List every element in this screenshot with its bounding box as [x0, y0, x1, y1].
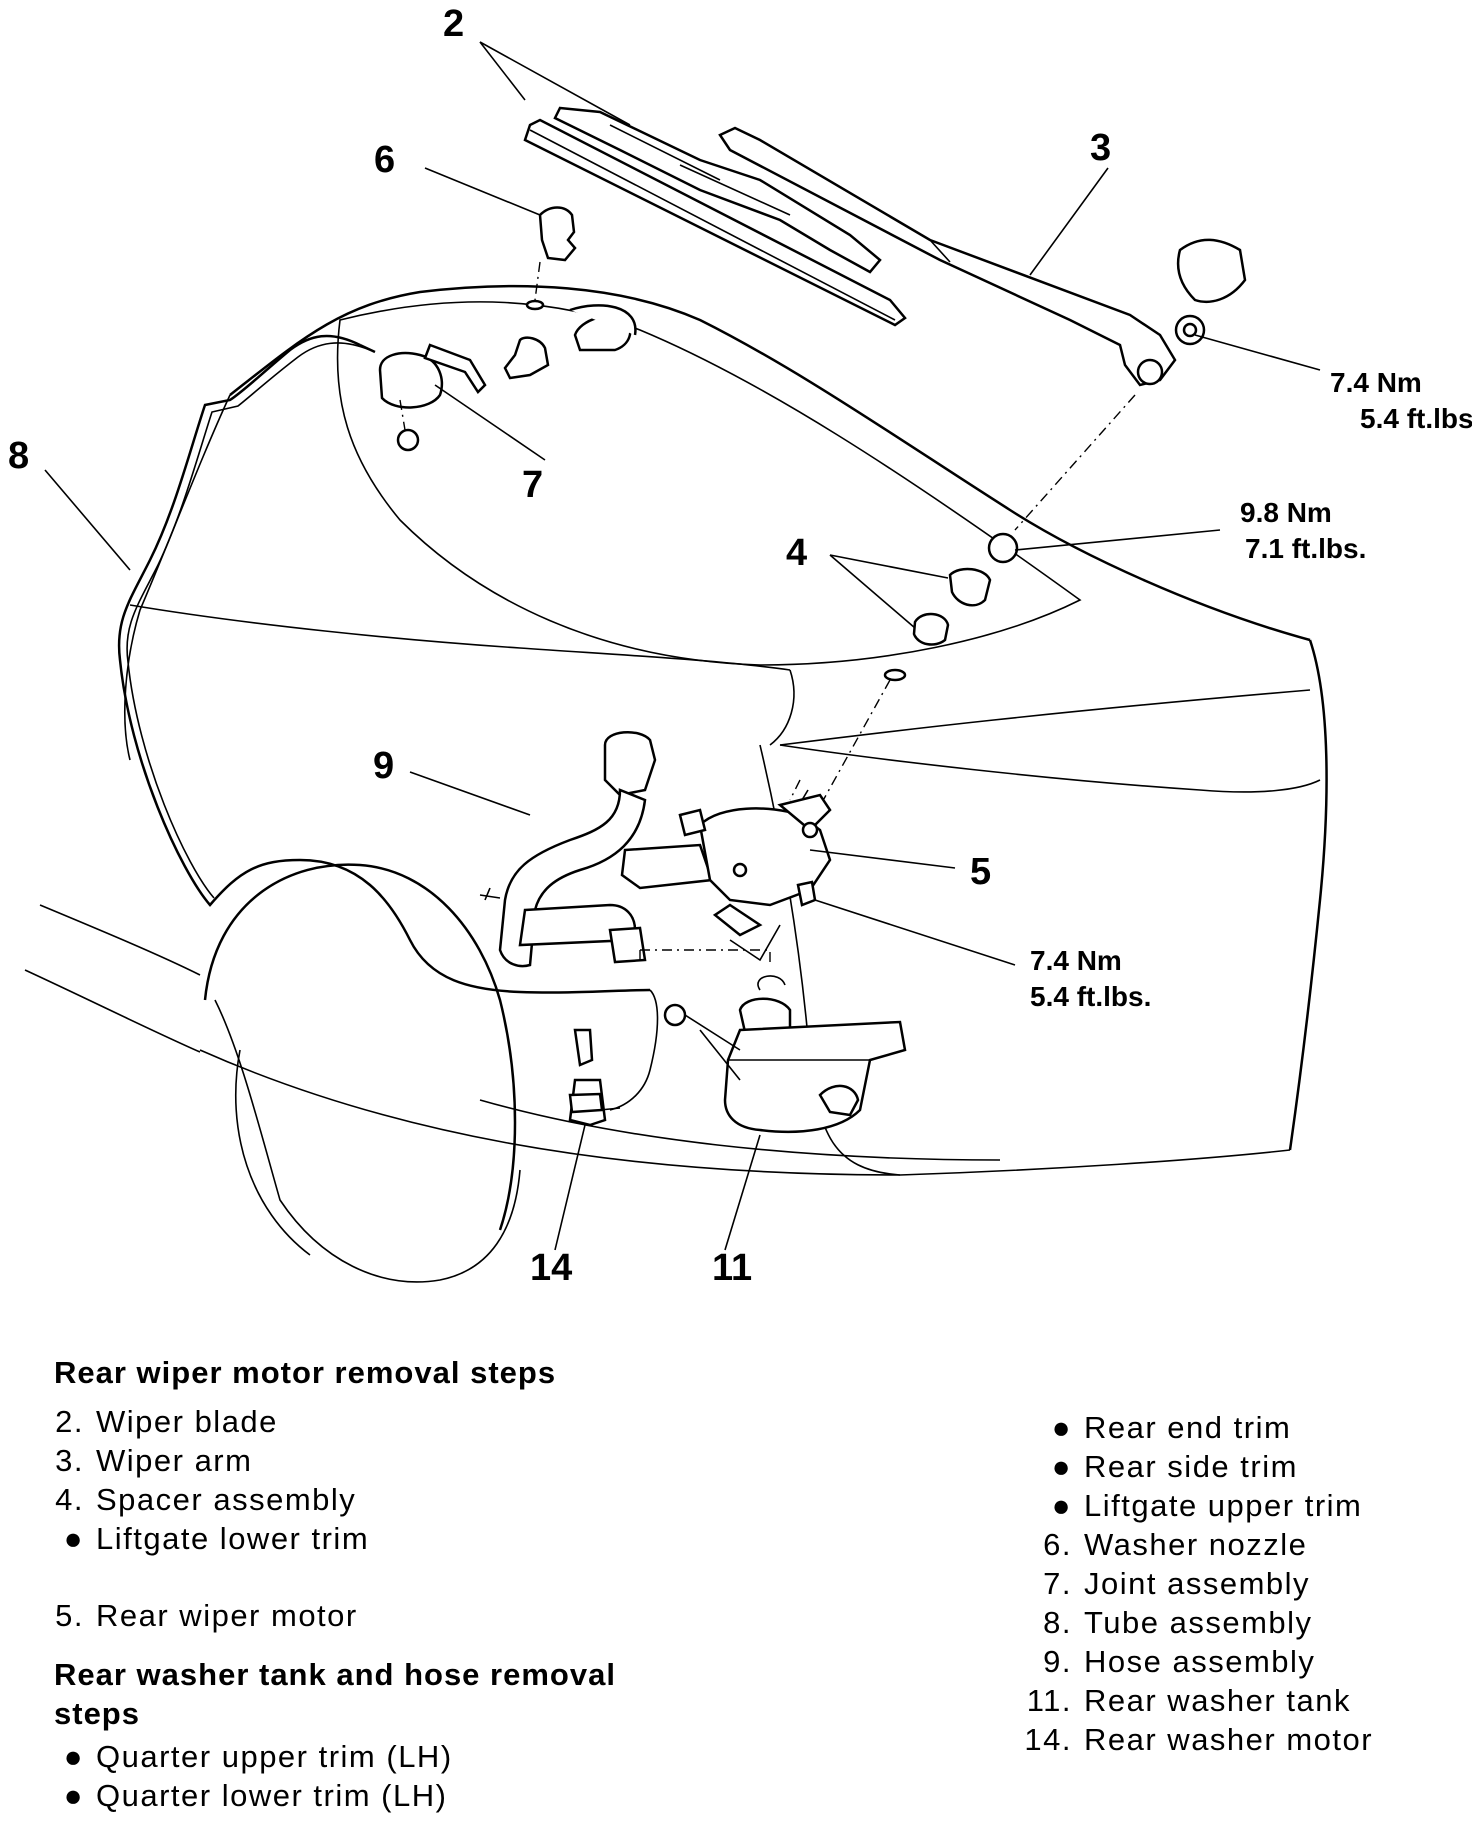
leader-lines	[44, 41, 1321, 1251]
list-item: 2.Wiper blade	[55, 1404, 278, 1439]
callout-14: 14	[530, 1247, 572, 1289]
callout-6: 6	[374, 139, 395, 181]
wiper-motor-steps-a: 2.Wiper blade 3.Wiper arm 4.Spacer assem…	[54, 1402, 814, 1558]
wiper-arm	[718, 126, 1177, 387]
torque-arm-nut-ftlbs: 5.4 ft.lbs.	[1360, 403, 1472, 434]
callout-2: 2	[443, 3, 464, 45]
list-item: ●Liftgate upper trim	[1051, 1488, 1363, 1523]
hose-assembly	[479, 730, 657, 968]
list-item: ●Liftgate lower trim	[63, 1521, 370, 1556]
callout-3: 3	[1090, 127, 1111, 169]
callout-numbers: 2 3 6 7 8 4 9 5 14 11	[8, 3, 1111, 1289]
callout-5: 5	[970, 851, 991, 893]
list-item: 8.Tube assembly	[1043, 1605, 1313, 1640]
callout-4: 4	[786, 532, 807, 574]
wiper-blade	[523, 106, 907, 327]
list-item: 7.Joint assembly	[1043, 1566, 1311, 1601]
torque-spacer-nut-nm: 9.8 Nm	[1240, 497, 1332, 528]
list-item: 11.Rear washer tank	[1026, 1683, 1351, 1718]
list-item: 9.Hose assembly	[1043, 1644, 1316, 1679]
callout-7: 7	[522, 464, 543, 506]
torque-motor-bolt-nm: 7.4 Nm	[1030, 945, 1122, 976]
list-item: 4.Spacer assembly	[55, 1482, 357, 1517]
washer-nozzle	[525, 206, 577, 311]
callout-11: 11	[712, 1247, 752, 1289]
tube-assembly	[117, 334, 659, 1111]
torque-motor-bolt-ftlbs: 5.4 ft.lbs.	[1030, 981, 1151, 1012]
joint-assembly	[359, 304, 637, 452]
wiper-motor-removal-heading: Rear wiper motor removal steps	[54, 1355, 557, 1390]
list-item: ●Quarter upper trim (LH)	[63, 1739, 453, 1774]
callout-8: 8	[8, 435, 29, 477]
list-item: 5.Rear wiper motor	[55, 1598, 358, 1633]
callout-9: 9	[373, 745, 394, 787]
left-steps-column: Rear wiper motor removal steps 2.Wiper b…	[54, 1353, 814, 1815]
right-steps-column: ●Rear end trim ●Rear side trim ●Liftgate…	[1020, 1408, 1450, 1759]
list-item: 14.Rear washer motor	[1024, 1722, 1374, 1757]
washer-steps-right: ●Rear end trim ●Rear side trim ●Liftgate…	[1020, 1408, 1450, 1759]
list-item: ●Rear side trim	[1051, 1449, 1298, 1484]
rear-wiper-motor	[620, 779, 832, 962]
vehicle-body-outline	[24, 284, 1328, 1283]
wiper-motor-steps-b: 5.Rear wiper motor	[54, 1596, 814, 1635]
list-item: 6.Washer nozzle	[1043, 1527, 1308, 1562]
washer-steps-left: ●Quarter upper trim (LH) ●Quarter lower …	[54, 1737, 814, 1815]
torque-specs: 7.4 Nm 5.4 ft.lbs. 9.8 Nm 7.1 ft.lbs. 7.…	[1030, 367, 1472, 1012]
list-item: 3.Wiper arm	[55, 1443, 253, 1478]
wiper-arm-cap	[1174, 238, 1247, 346]
rear-wiper-washer-diagram: 2 3 6 7 8 4 9 5 14 11 7.4 Nm 5.4 ft.lbs.…	[8, 3, 1472, 1289]
torque-spacer-nut-ftlbs: 7.1 ft.lbs.	[1245, 533, 1366, 564]
torque-arm-nut-nm: 7.4 Nm	[1330, 367, 1422, 398]
list-item: ●Quarter lower trim (LH)	[63, 1778, 448, 1813]
spacer-assembly	[789, 394, 1136, 861]
rear-washer-motor	[568, 1028, 621, 1127]
washer-removal-heading: Rear washer tank and hose removal steps	[54, 1657, 616, 1731]
list-item: ●Rear end trim	[1051, 1410, 1292, 1445]
rear-washer-tank	[639, 949, 907, 1134]
